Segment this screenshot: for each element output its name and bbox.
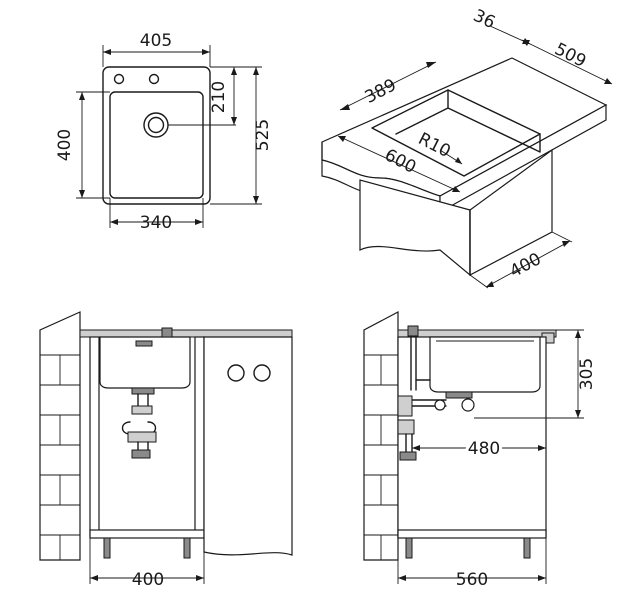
front-trap-outlet [131,449,151,459]
front-countertop [79,329,293,338]
top-view-bowl [109,91,204,199]
drain-inner [147,116,165,134]
tap-hole-right [148,73,160,85]
side-leg-front [523,537,531,559]
dim-line-509 [521,39,613,85]
front-leg-left [103,537,111,559]
side-leg-back [405,537,413,559]
dim-36: 36 [470,6,498,33]
front-side-cabinet [203,336,293,556]
front-cabinet-base [89,529,205,539]
top-view-outline [102,66,211,205]
side-tap [407,325,419,337]
front-leg-right [183,537,191,559]
dim-405: 405 [140,31,172,51]
front-cabinet-left [89,336,100,538]
dim-400-bowl: 400 [55,129,75,161]
side-trap-outlet [399,451,417,461]
dim-line-389 [339,61,437,111]
side-countertop [397,329,557,338]
dim-480: 480 [468,439,500,459]
side-drain [445,391,473,399]
tap-hole-left [113,73,125,85]
side-trap [397,419,415,435]
dim-line-600 [337,135,461,193]
front-knob-right [253,364,271,382]
iso-cabinet-front [359,179,471,277]
front-view: 400 [39,311,293,590]
dim-305: 305 [577,358,597,390]
side-sink-bowl [429,336,541,393]
front-knob-left [227,364,245,382]
dim-560: 560 [456,570,488,590]
front-drain [131,387,155,395]
top-view: 405 400 210 525 340 [55,31,273,233]
dim-line-400-iso [485,240,571,288]
front-sink-bowl [99,336,191,389]
front-tap [161,327,173,338]
dim-509: 509 [551,39,589,72]
drain-outer [143,112,169,138]
isometric-view: 36 509 389 R10 600 400 [321,6,613,289]
front-cabinet-right [194,336,205,538]
dim-389: 389 [362,75,400,108]
dim-340: 340 [140,213,172,233]
side-view: 305 480 560 [363,311,597,590]
dim-525: 525 [253,119,273,151]
dim-210: 210 [209,81,229,113]
dim-400-iso: 400 [507,249,545,282]
iso-bowl-wall [447,89,541,153]
dim-400-front: 400 [132,570,164,590]
front-overflow [135,340,153,347]
side-cabinet-base [397,529,547,539]
